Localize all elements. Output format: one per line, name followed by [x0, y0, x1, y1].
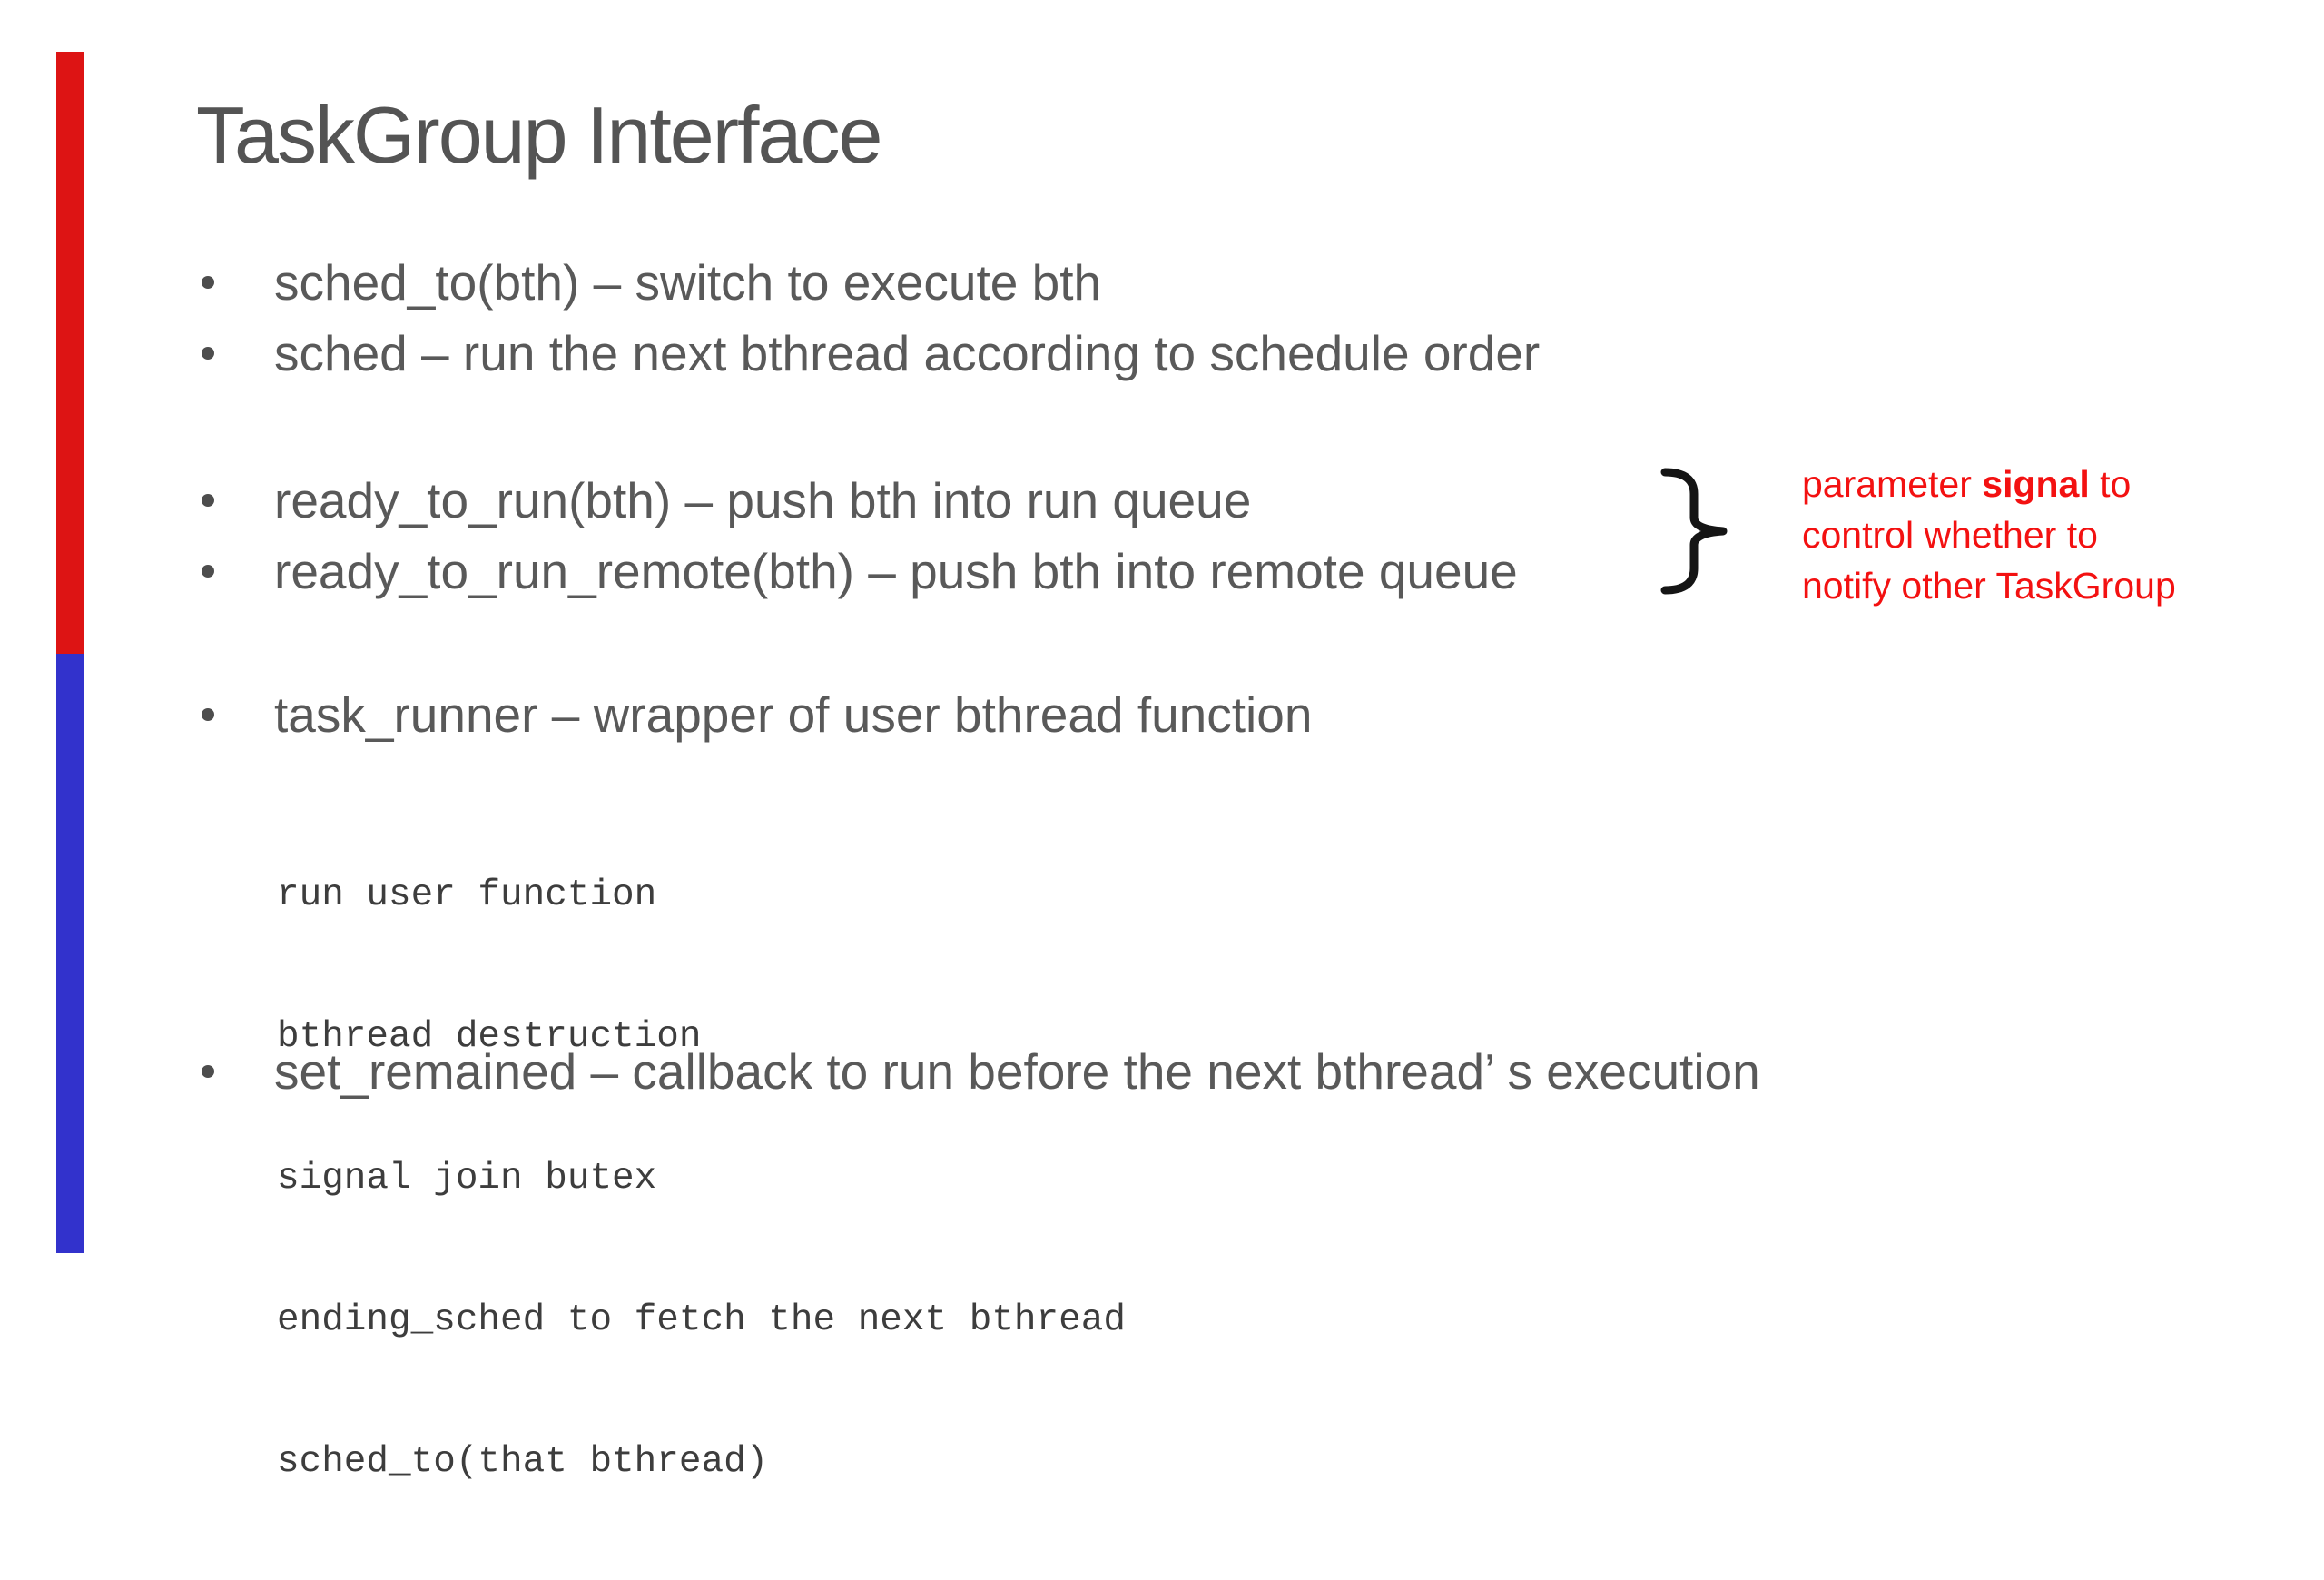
- accent-bar-blue: [56, 654, 84, 1253]
- presentation-slide: TaskGroup Interface sched_to(bth) – swit…: [56, 52, 2176, 1483]
- bullet-text: ready_to_run(bth) – push bth into run qu…: [274, 472, 1252, 528]
- bullet-text: sched_to(bth) – switch to execute bth: [274, 254, 1102, 311]
- bullet-item: ready_to_run(bth) – push bth into run qu…: [202, 465, 1518, 536]
- accent-bar-red: [56, 52, 84, 654]
- annotation-bold-text: signal: [1982, 463, 2090, 505]
- code-line: bthread destruction: [277, 1016, 702, 1058]
- bullet-icon: [202, 565, 214, 578]
- bullet-group-task-runner: task_runner – wrapper of user bthread fu…: [202, 679, 1312, 750]
- bullet-group-ready-to-run: ready_to_run(bth) – push bth into run qu…: [202, 465, 1518, 607]
- bullet-icon: [202, 276, 214, 289]
- bullet-icon: [202, 1065, 214, 1078]
- bullet-item: sched_to(bth) – switch to execute bth: [202, 247, 1540, 318]
- bullet-text: set_remained – callback to run before th…: [274, 1043, 1760, 1100]
- code-block: run user function bthread destruction si…: [277, 777, 1126, 1580]
- bullet-text: task_runner – wrapper of user bthread fu…: [274, 686, 1313, 743]
- slide-title: TaskGroup Interface: [196, 90, 882, 180]
- code-line: signal join butex: [277, 1158, 657, 1200]
- bullet-text: sched – run the next bthread according t…: [274, 325, 1541, 381]
- annotation-line: control whether to: [1802, 514, 2098, 556]
- annotation-line: notify other TaskGroup: [1802, 565, 2176, 607]
- annotation-text: to: [2089, 463, 2132, 505]
- annotation-line: parameter signal to: [1802, 459, 2176, 509]
- bullet-icon: [202, 494, 214, 507]
- bullet-group-sched: sched_to(bth) – switch to execute bth sc…: [202, 247, 1540, 389]
- right-brace-icon: [1660, 468, 1728, 595]
- annotation-text: parameter: [1802, 463, 1983, 505]
- bullet-icon: [202, 708, 214, 721]
- bullet-item: ready_to_run_remote(bth) – push bth into…: [202, 536, 1518, 607]
- bullet-item: set_remained – callback to run before th…: [202, 1036, 1760, 1107]
- annotation-note: parameter signal to control whether to n…: [1802, 459, 2176, 611]
- code-line: ending_sched to fetch the next bthread: [277, 1299, 1126, 1341]
- bullet-group-set-remained: set_remained – callback to run before th…: [202, 1036, 1760, 1107]
- bullet-icon: [202, 347, 214, 360]
- bullet-item: sched – run the next bthread according t…: [202, 318, 1540, 389]
- bullet-item: task_runner – wrapper of user bthread fu…: [202, 679, 1312, 750]
- code-line: sched_to(that bthread): [277, 1441, 769, 1483]
- code-line: run user function: [277, 874, 657, 916]
- bullet-text: ready_to_run_remote(bth) – push bth into…: [274, 543, 1518, 599]
